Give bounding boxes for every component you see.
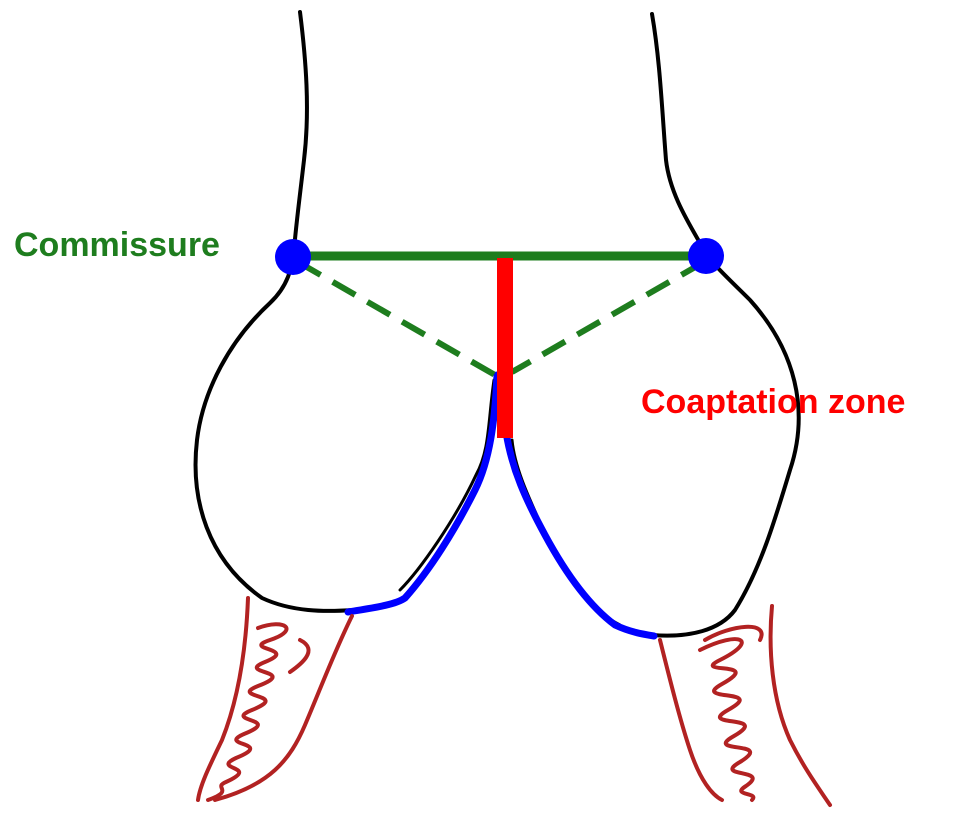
commissure-label: Commissure	[14, 228, 220, 262]
coaptation-zone-label: Coaptation zone	[641, 385, 905, 419]
left-papillary-muscle	[198, 598, 352, 800]
right-leaflet-free-edge	[506, 432, 654, 636]
commissure-point-left	[275, 239, 311, 275]
left-leaflet-free-edge	[348, 375, 497, 612]
commissure-dashed-right	[512, 262, 704, 372]
right-leaflet-outline	[652, 14, 799, 636]
coaptation-zone-bar	[497, 258, 513, 438]
right-leaflet-inner-outline	[512, 440, 620, 625]
commissure-dashed-left	[298, 262, 495, 375]
left-leaflet-outline	[196, 12, 353, 611]
commissure-point-right	[688, 238, 724, 274]
